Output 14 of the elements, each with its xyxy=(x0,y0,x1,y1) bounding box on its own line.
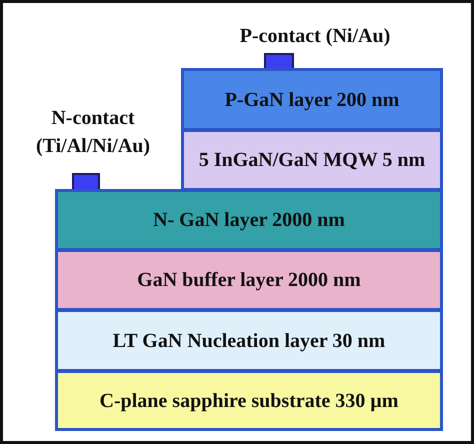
layer-label: C-plane sapphire substrate 330 µm xyxy=(100,388,398,412)
layer-band xyxy=(181,129,443,191)
layer-band xyxy=(55,309,443,372)
layer-band xyxy=(55,370,443,431)
layer-label: 5 InGaN/GaN MQW 5 nm xyxy=(198,148,426,172)
layer-label: P-GaN layer 200 nm xyxy=(224,88,400,112)
contact-label: P-contact (Ni/Au) xyxy=(238,24,392,49)
layer-label: LT GaN Nucleation layer 30 nm xyxy=(112,328,386,352)
layer-label: N- GaN layer 2000 nm xyxy=(153,208,345,232)
layer-band xyxy=(181,68,443,131)
layer-label: GaN buffer layer 2000 nm xyxy=(137,268,361,292)
layer-band xyxy=(55,249,443,311)
layer-band xyxy=(55,189,443,251)
contact-label: N-contact (Ti/Al/Ni/Au) xyxy=(34,106,152,159)
